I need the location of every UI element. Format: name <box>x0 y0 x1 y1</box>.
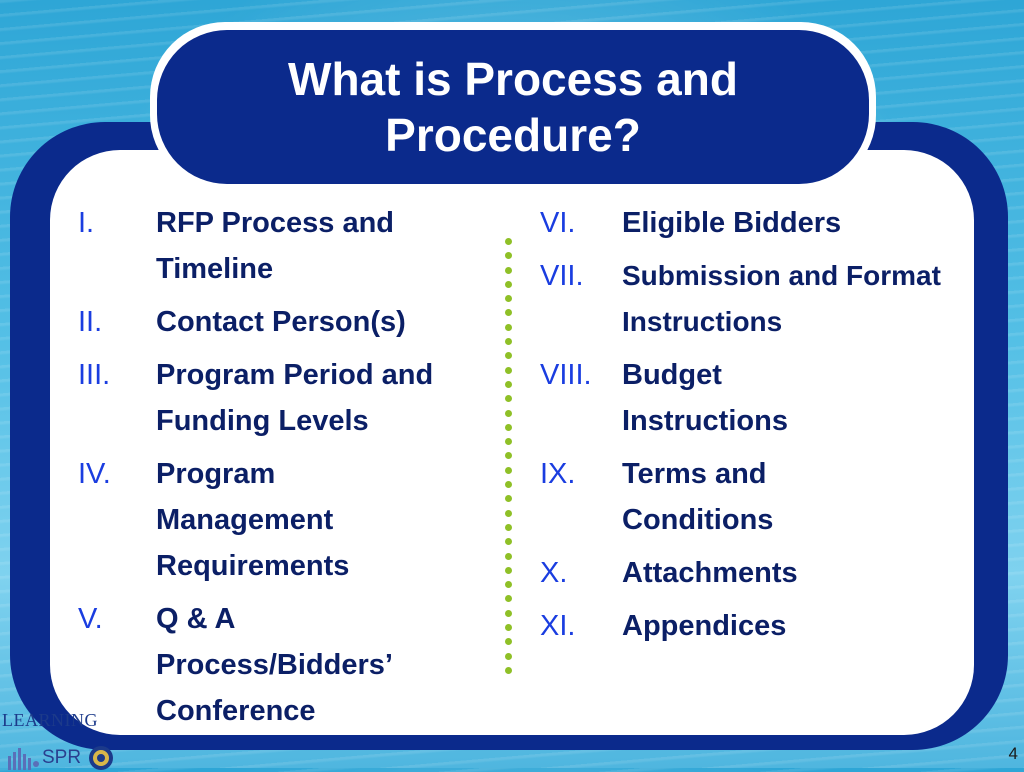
divider-dot <box>504 466 512 474</box>
divider-dot <box>504 423 512 431</box>
learning-logo: LEARNING <box>2 710 98 730</box>
divider-dot <box>504 438 512 446</box>
divider-dot <box>504 509 512 517</box>
list-item: III. Program Period and Funding Levels <box>78 352 508 444</box>
item-numeral: I. <box>78 207 95 239</box>
divider-dot <box>504 309 512 317</box>
slide-title: What is Process and Procedure? <box>288 53 738 161</box>
item-numeral: VI. <box>540 207 576 239</box>
item-text: Eligible Bidders <box>622 207 842 239</box>
divider-dot <box>504 495 512 503</box>
footer-logos: LEARNING SPR <box>0 710 140 770</box>
item-numeral: III. <box>78 359 111 391</box>
item-numeral: IX. <box>540 458 576 490</box>
list-item: V. Q & A Process/Bidders’ Conference <box>78 596 508 734</box>
divider-dot <box>504 338 512 346</box>
list-item: IV. Program Management Requirements <box>78 451 508 589</box>
divider-dot <box>504 252 512 260</box>
item-numeral: VIII. <box>540 359 592 391</box>
divider-dot <box>504 366 512 374</box>
item-text: Contact Person(s) <box>156 306 406 338</box>
list-item: I. RFP Process and Timeline <box>78 200 508 292</box>
dotted-divider <box>503 238 513 674</box>
item-numeral: VII. <box>540 260 584 292</box>
divider-dot <box>504 481 512 489</box>
divider-dot <box>504 395 512 403</box>
divider-dot <box>504 323 512 331</box>
right-list: VI. Eligible Bidders VII. Submission and… <box>540 200 980 656</box>
list-item: II. Contact Person(s) <box>78 299 508 345</box>
divider-dot <box>504 523 512 531</box>
title-pill: What is Process and Procedure? <box>157 30 869 184</box>
item-numeral: X. <box>540 557 568 589</box>
divider-dot <box>504 609 512 617</box>
spr-logo: SPR <box>42 747 82 768</box>
item-text: Q & A Process/Bidders’ Conference <box>156 603 392 727</box>
divider-dot <box>504 638 512 646</box>
divider-dot <box>504 566 512 574</box>
item-text: Budget Instructions <box>622 359 788 437</box>
divider-dot <box>504 280 512 288</box>
list-item: VII. Submission and Format Instructions <box>540 253 980 345</box>
divider-dot <box>504 652 512 660</box>
list-item: X. Attachments <box>540 550 980 596</box>
page-number: 4 <box>1008 744 1018 763</box>
divider-dot <box>504 452 512 460</box>
divider-dot <box>504 624 512 632</box>
divider-dot <box>504 595 512 603</box>
divider-dot <box>504 581 512 589</box>
item-text: Program Management Requirements <box>156 458 350 582</box>
item-text: Submission and Format Instructions <box>622 260 941 337</box>
divider-dot <box>504 409 512 417</box>
item-text: Terms and Conditions <box>622 458 774 536</box>
content-panel <box>50 150 974 735</box>
divider-dot <box>504 538 512 546</box>
divider-dot <box>504 380 512 388</box>
item-text: Program Period and Funding Levels <box>156 359 434 437</box>
seal-icon <box>89 746 113 770</box>
item-numeral: IV. <box>78 458 111 490</box>
divider-dot <box>504 295 512 303</box>
list-item: VIII. Budget Instructions <box>540 352 980 444</box>
bar-chart-logo-icon <box>8 748 39 770</box>
divider-dot <box>504 666 512 674</box>
divider-dot <box>504 238 512 245</box>
item-numeral: II. <box>78 306 103 338</box>
divider-dot <box>504 266 512 274</box>
divider-dot <box>504 352 512 360</box>
left-list: I. RFP Process and Timeline II. Contact … <box>78 200 508 741</box>
list-item: IX. Terms and Conditions <box>540 451 980 543</box>
item-text: RFP Process and Timeline <box>156 207 395 285</box>
item-numeral: V. <box>78 603 103 635</box>
item-text: Appendices <box>622 610 787 642</box>
list-item: VI. Eligible Bidders <box>540 200 980 246</box>
item-text: Attachments <box>622 557 798 589</box>
item-numeral: XI. <box>540 610 576 642</box>
divider-dot <box>504 552 512 560</box>
list-item: XI. Appendices <box>540 603 980 649</box>
